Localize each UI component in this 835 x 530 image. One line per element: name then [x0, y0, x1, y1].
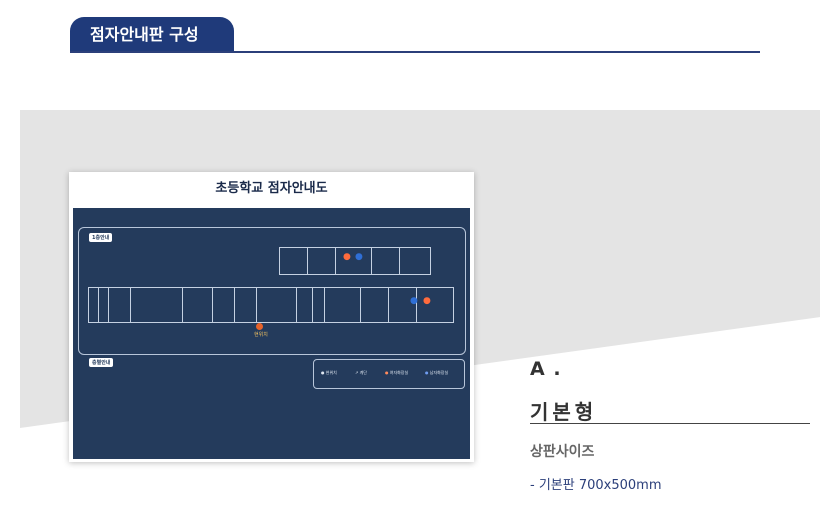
- braille-board: 초등학교 점자안내도 1층안내 ● ●: [69, 172, 474, 462]
- room-cell: [325, 288, 361, 322]
- room-cell: [336, 248, 372, 274]
- female-toilet-icon: ●: [423, 296, 431, 306]
- rooms-main-row: [88, 287, 454, 323]
- floor-label: 1층안내: [89, 233, 113, 242]
- female-toilet-icon: ●: [343, 252, 351, 262]
- caption-spec: - 기본판 700x500mm: [530, 478, 662, 493]
- room-cell: [89, 288, 99, 322]
- caption-letter: A .: [530, 358, 562, 380]
- room-cell: [99, 288, 109, 322]
- current-location-dot: [256, 323, 263, 330]
- room-cell: [361, 288, 389, 322]
- floor-frame: [78, 227, 466, 355]
- room-cell: [235, 288, 257, 322]
- room-cell: [213, 288, 235, 322]
- male-toilet-icon: ●: [410, 296, 418, 306]
- room-cell: [389, 288, 417, 322]
- room-cell: [131, 288, 183, 322]
- room-cell: [297, 288, 313, 322]
- caption-type: 기본형: [530, 400, 598, 424]
- male-toilet-icon: ●: [355, 252, 363, 262]
- symbol-legend-box: [313, 359, 465, 389]
- room-cell: [183, 288, 213, 322]
- room-cell: [308, 248, 336, 274]
- board-navy-panel: 1층안내 ● ● ● ● 현위치: [73, 208, 470, 459]
- symbol-here: ● 현위치: [321, 370, 337, 375]
- legend-badge: 층별안내: [89, 358, 114, 367]
- room-cell: [313, 288, 325, 322]
- room-cell: [372, 248, 400, 274]
- room-cell: [257, 288, 297, 322]
- caption-size-heading: 상판사이즈: [530, 444, 595, 460]
- rooms-top-row: [279, 247, 431, 275]
- board-title: 초등학교 점자안내도: [215, 181, 328, 196]
- symbol-stairs: ↗ 계단: [355, 370, 367, 375]
- room-cell: [280, 248, 308, 274]
- current-location-label: 현위치: [254, 332, 268, 338]
- room-cell: [109, 288, 131, 322]
- caption-divider: [530, 423, 810, 424]
- symbol-male: ● 남자화장실: [425, 370, 449, 375]
- section-underline: [70, 51, 760, 53]
- symbol-female: ● 여자화장실: [385, 370, 409, 375]
- section-tab: 점자안내판 구성: [70, 17, 234, 53]
